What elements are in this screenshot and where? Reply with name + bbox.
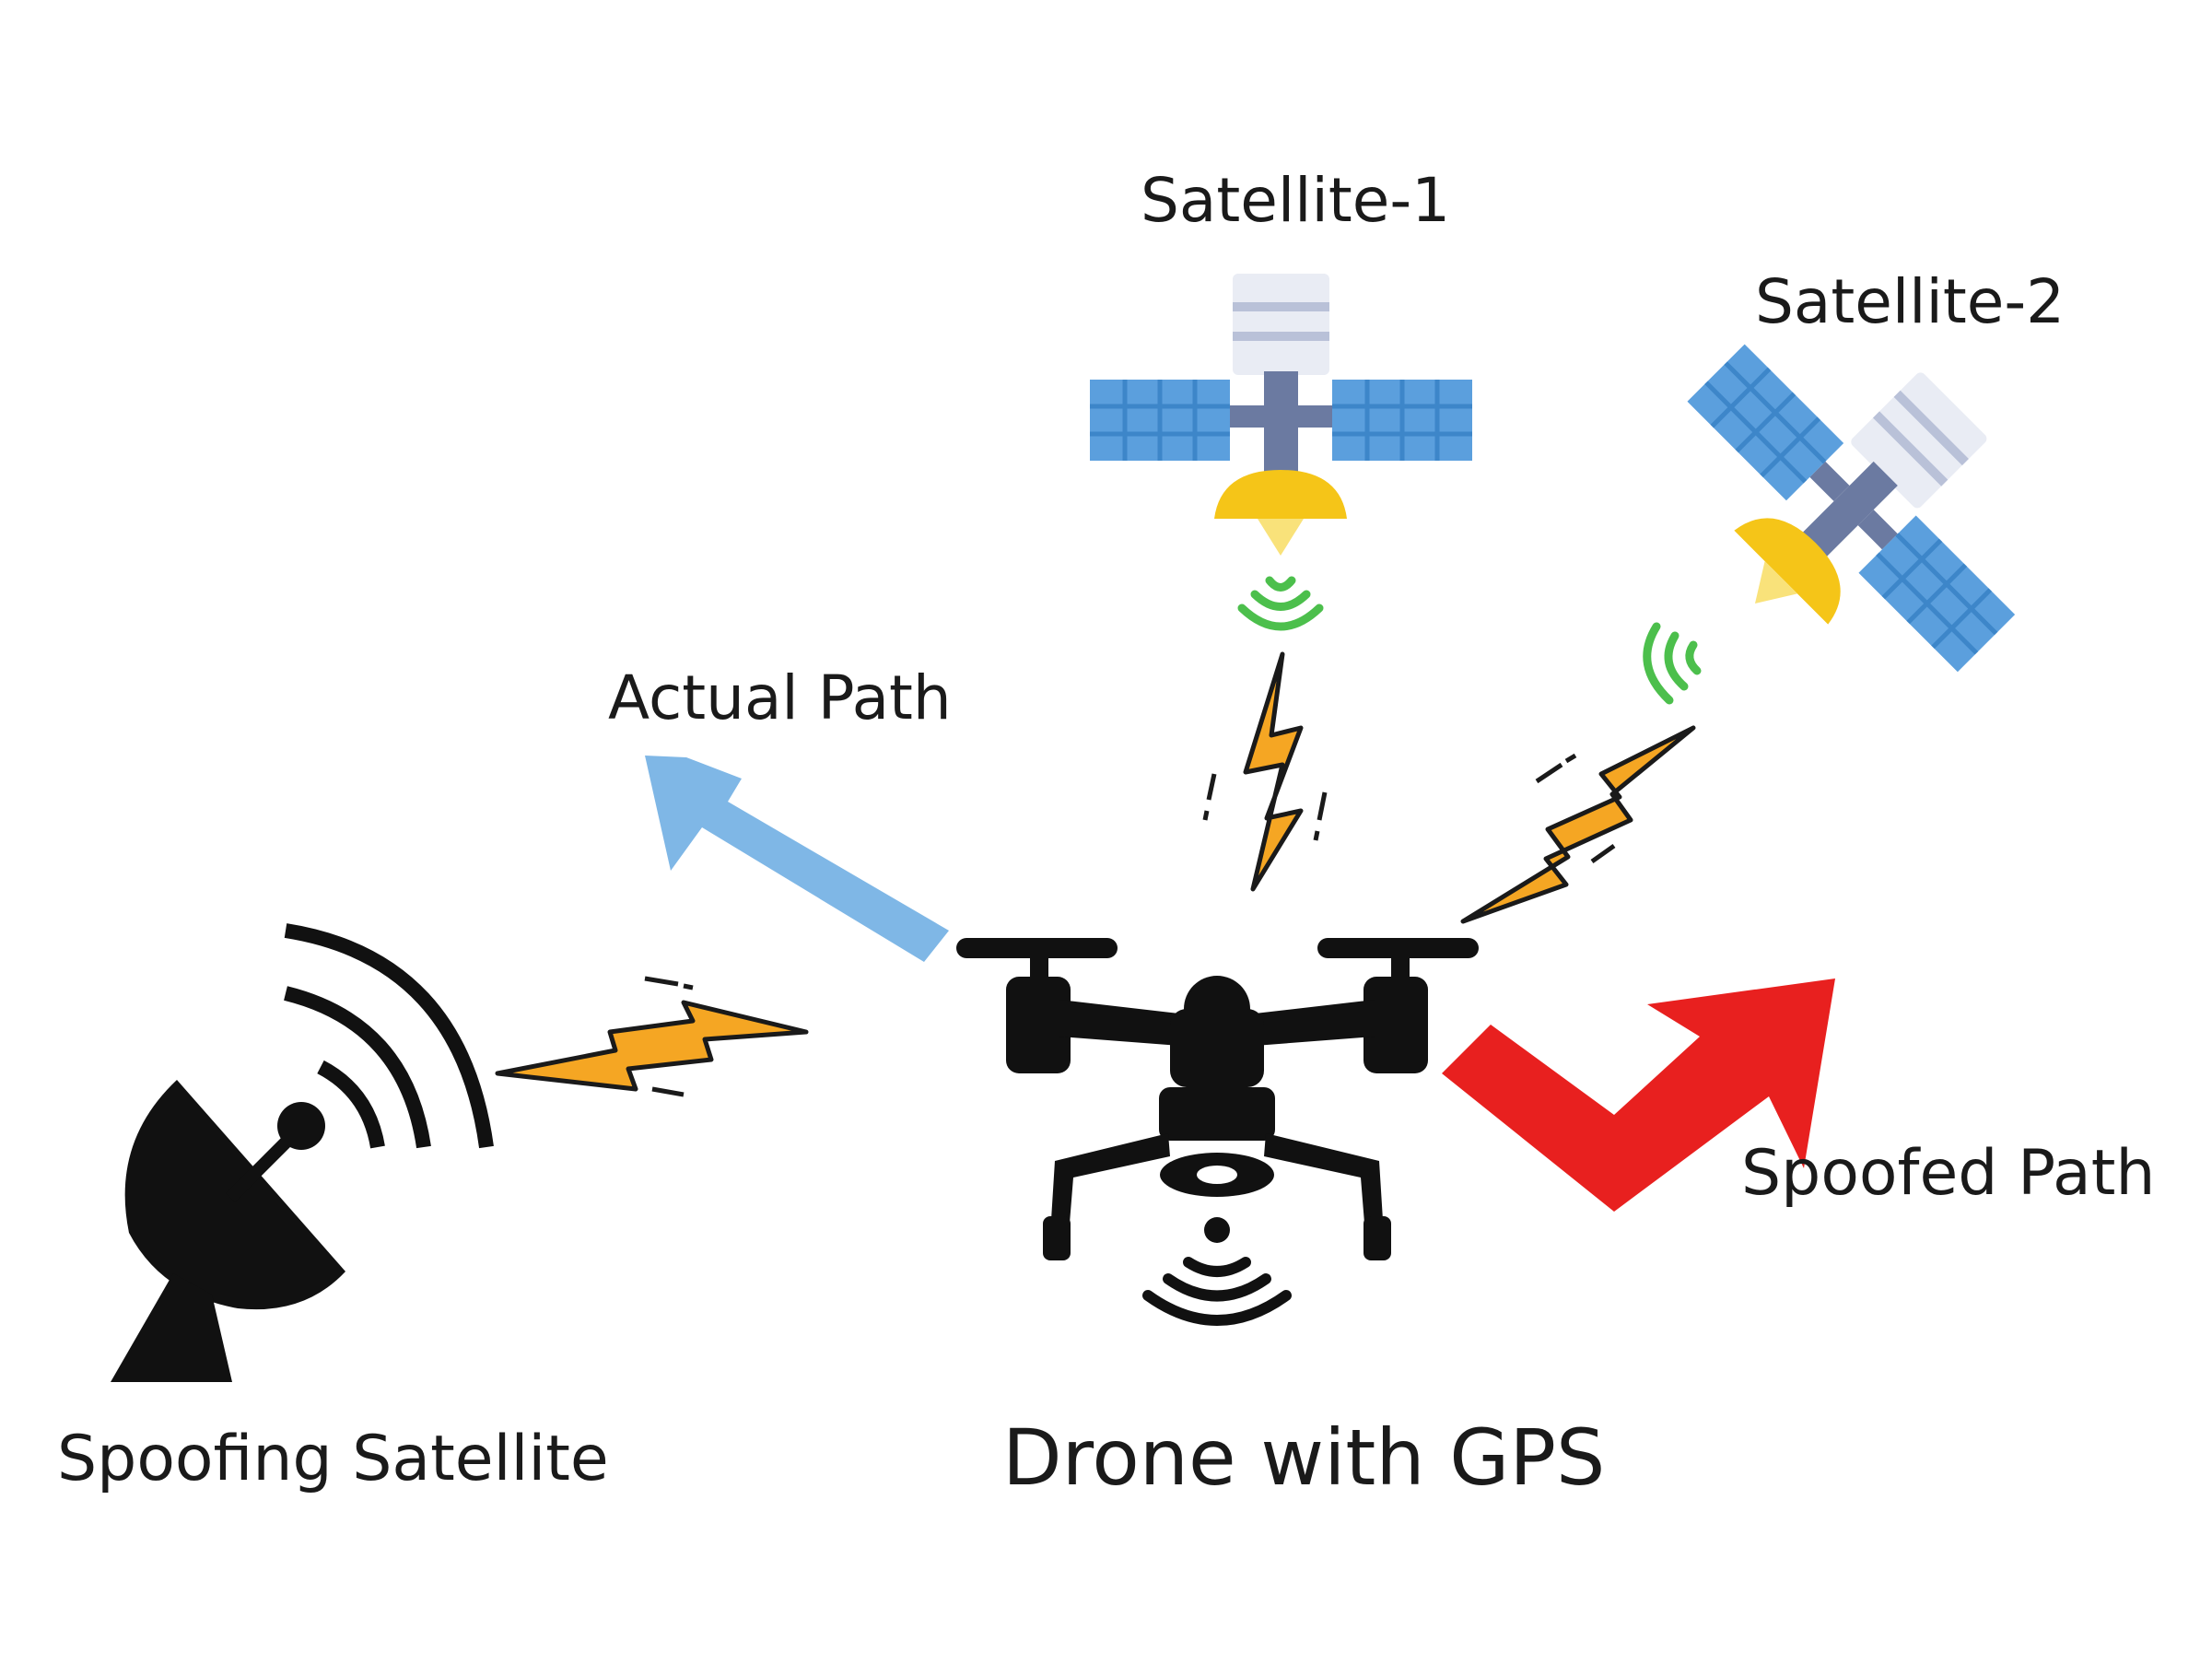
spoofing-satellite-label: Spoofing Satellite <box>57 1423 609 1495</box>
drone-icon <box>956 938 1479 1260</box>
lightning-bolt-icon <box>1202 651 1328 892</box>
satellite-dish-icon <box>111 923 494 1382</box>
lightning-bolt-icon <box>495 976 809 1097</box>
spoofed-path-arrow <box>1442 978 1835 1212</box>
satellite-1-icon <box>1090 274 1472 556</box>
wifi-signal-icon <box>1142 1217 1292 1326</box>
actual-path-arrow <box>645 756 949 962</box>
satellite-2-icon <box>1687 344 2016 673</box>
signal-waves-icon <box>1237 576 1324 631</box>
signal-waves-icon <box>1643 622 1702 705</box>
actual-path-label: Actual Path <box>608 662 952 733</box>
satellite-1-label: Satellite-1 <box>1141 165 1451 236</box>
drone-label: Drone with GPS <box>1002 1412 1606 1503</box>
satellite-2-label: Satellite-2 <box>1755 266 2066 337</box>
lightning-bolt-icon <box>1460 725 1696 924</box>
spoofed-path-label: Spoofed Path <box>1741 1137 2156 1210</box>
